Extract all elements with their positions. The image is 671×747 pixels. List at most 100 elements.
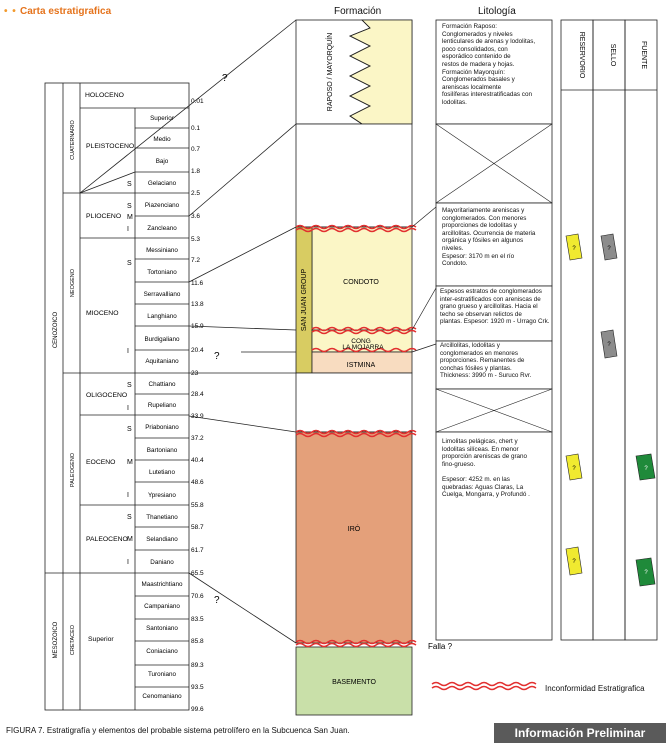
- question-mark: ?: [222, 73, 228, 84]
- svg-text:?: ?: [572, 246, 576, 252]
- letter-paleocene-s: S: [127, 514, 132, 521]
- letter-eocene-s: S: [127, 426, 132, 433]
- stage-label: Burdigaliano: [144, 336, 180, 343]
- label-raposo: RAPOSO / MAYORQUÍN: [325, 33, 334, 111]
- age-label: 5.3: [191, 236, 200, 243]
- age-label: 89.3: [191, 662, 204, 669]
- stage-label: Chattiano: [149, 381, 176, 388]
- age-label: 0.01: [191, 98, 204, 105]
- label-san-juan-group: SAN JUAN GROUP: [301, 269, 308, 332]
- age-label: 3.6: [191, 213, 200, 220]
- legend-unconformity-label: Inconformidad Estratigrafica: [545, 684, 645, 693]
- epoch-labels: HOLOCENO PLEISTOCENO PLIOCENO MIOCENO OL…: [85, 92, 134, 643]
- epoch-holoceno: HOLOCENO: [85, 92, 124, 99]
- litologia-header: Litología: [478, 6, 516, 17]
- letter-pliocene-m: M: [127, 214, 133, 221]
- lithology-cross-boxes: [435, 123, 553, 433]
- lithology-istmina: Arcillolitas, lodolitas y conglomerados …: [440, 342, 532, 380]
- svg-text:?: ?: [644, 466, 648, 472]
- letter-eocene-i: I: [127, 492, 129, 499]
- letter-paleocene-i: I: [127, 559, 129, 566]
- fuente-marker: [635, 557, 656, 587]
- stage-label: Gelaciano: [148, 180, 177, 187]
- label-falla: Falla ?: [428, 642, 453, 651]
- stage-label: Messiniano: [146, 247, 178, 254]
- stage-label: Rupeliano: [148, 402, 177, 409]
- age-label: 1.8: [191, 168, 200, 175]
- correlation-lines: [79, 19, 297, 644]
- stage-label: Tortoniano: [147, 269, 177, 276]
- stage-label: Maastrichtiano: [142, 581, 183, 588]
- petroleum-markers: ? ? ? ? ? ? ?: [565, 233, 656, 587]
- age-label: 0.7: [191, 146, 200, 153]
- age-label: 70.6: [191, 593, 204, 600]
- stage-label: Ypresiano: [148, 492, 176, 499]
- lithology-column: [435, 19, 553, 641]
- timescale-outline: [44, 82, 190, 711]
- header-dots: • •: [4, 6, 17, 17]
- epoch-plioceno: PLIOCENO: [86, 213, 121, 220]
- formation-column: [295, 19, 413, 716]
- epoch-pleistoceno: PLEISTOCENO: [86, 143, 134, 150]
- svg-text:?: ?: [572, 559, 576, 565]
- label-cong: CONG: [351, 338, 371, 345]
- era-mesozoico: MESOZOICO: [53, 621, 59, 658]
- epoch-eoceno: EOCENO: [86, 459, 115, 466]
- age-label: 13.8: [191, 301, 204, 308]
- reservorio-marker: [565, 546, 583, 576]
- age-label: 93.5: [191, 684, 204, 691]
- epoch-paleoceno: PALEOCENO: [86, 536, 128, 543]
- stage-label: Turoniano: [148, 671, 177, 678]
- col-fuente: FUENTE: [640, 41, 647, 69]
- age-label: 7.2: [191, 257, 200, 264]
- stage-label: Selandiano: [146, 536, 178, 543]
- age-label: 99.6: [191, 706, 204, 713]
- sello-marker: [600, 233, 618, 261]
- letter-gelasian-s: S: [127, 181, 132, 188]
- timescale-table: [44, 82, 190, 711]
- reservorio-marker: [565, 453, 583, 481]
- period-neogeno: NEOGENO: [70, 268, 76, 297]
- svg-text:?: ?: [572, 466, 576, 472]
- letter-oligocene-s: S: [127, 382, 132, 389]
- sello-marker: [600, 329, 618, 359]
- age-label: 20.4: [191, 347, 204, 354]
- age-labels: 0.01 0.1 0.7 1.8 2.5 3.6 5.3 7.2 11.6 13…: [191, 98, 204, 713]
- unconformity-lines: [295, 224, 417, 648]
- lithology-la-mojarra: Espesos estratos de conglomerados inter-…: [440, 288, 550, 326]
- iro-unit: [295, 431, 413, 644]
- stage-label: Santoniano: [146, 625, 178, 632]
- legend-unconformity-symbol: [431, 681, 537, 691]
- period-cretaceo: CRETACEO: [70, 624, 76, 655]
- letter-miocene-i: I: [127, 348, 129, 355]
- stage-label: Priaboniano: [145, 424, 179, 431]
- epoch-superior: Superior: [88, 636, 114, 643]
- fuente-marker: [635, 453, 656, 481]
- stage-labels: Superior Medio Bajo Gelaciano Piazencian…: [142, 115, 183, 700]
- stage-label: Aquitaniano: [145, 358, 179, 365]
- svg-text:?: ?: [607, 246, 611, 252]
- letter-pliocene-i: I: [127, 226, 129, 233]
- age-label: 37.2: [191, 435, 204, 442]
- question-mark: ?: [214, 351, 220, 362]
- label-basemento: BASEMENTO: [332, 679, 376, 686]
- stage-label: Bartoniano: [147, 447, 178, 454]
- question-mark: ?: [214, 595, 220, 606]
- stage-label: Cenomaniano: [142, 693, 182, 700]
- petroleum-columns: [560, 19, 658, 641]
- letter-miocene-s: S: [127, 260, 132, 267]
- period-paleogeno: PALEOGENO: [70, 452, 76, 487]
- epoch-oligoceno: OLIGOCENO: [86, 392, 127, 399]
- chart-title: Carta estratigrafica: [20, 6, 112, 17]
- age-label: 85.8: [191, 638, 204, 645]
- age-label: 0.1: [191, 125, 200, 132]
- stage-label: Superior: [150, 115, 174, 122]
- stage-label: Thanetiano: [146, 514, 178, 521]
- col-sello: SELLO: [609, 44, 616, 67]
- letter-paleocene-m: M: [127, 536, 133, 543]
- stage-label: Medio: [153, 136, 171, 143]
- preliminary-badge: Información Preliminar: [494, 723, 666, 743]
- age-label: 23: [191, 370, 199, 377]
- lithology-raposo: Formación Raposo: Conglomerados y nivele…: [442, 23, 536, 106]
- stage-label: Serravalliano: [144, 291, 181, 298]
